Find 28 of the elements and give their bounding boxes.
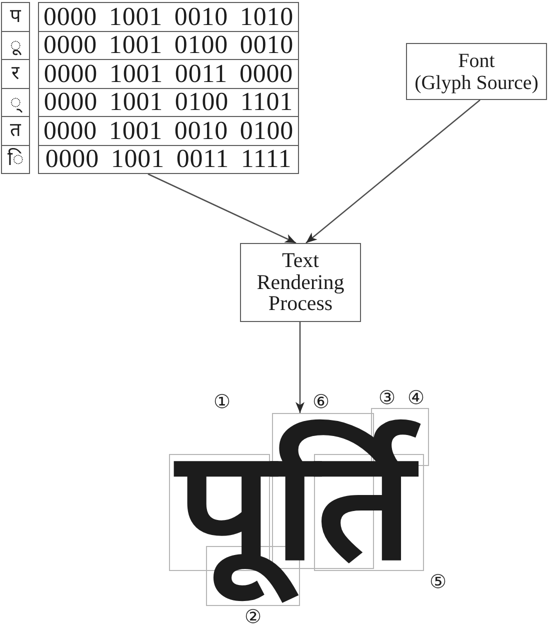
arrow [306,100,480,244]
table-cell: र [2,59,29,88]
table-cell: त [2,116,29,144]
table-cell: 0000 1001 0011 1111 [39,144,298,173]
callout-number: ② [244,608,262,626]
process-box: Text Rendering Process [240,243,361,322]
table-cell: 0000 1001 0100 0010 [39,30,298,59]
table-cell: ◌् [2,88,29,116]
callout-number: ④ [407,388,425,408]
table-cell-text: प [9,4,22,30]
heading-text: Font [458,50,495,72]
table-cell: 0000 1001 0100 1101 [39,88,298,116]
callout-number: ③ [378,388,396,408]
character-table [1,2,30,174]
source-box [406,43,547,100]
callout-number: ⑥ [312,392,330,412]
arrow [296,322,304,413]
table-cell: 0000 1001 0010 0100 [39,116,298,144]
arrow [148,173,296,244]
callout-number: ① [213,392,231,412]
code-table [38,2,299,174]
callout-number: ⑤ [429,572,447,592]
table-cell: ◌ू [2,30,29,59]
table-cell-text: 0000 1001 0010 1010 [42,3,295,30]
table-cell: ◌ि [2,144,29,173]
note-text: (Glyph Source) [414,72,538,94]
devanagari-word: पूर्ति [172,417,418,604]
table-cell: 0000 1001 0011 0000 [39,59,298,88]
